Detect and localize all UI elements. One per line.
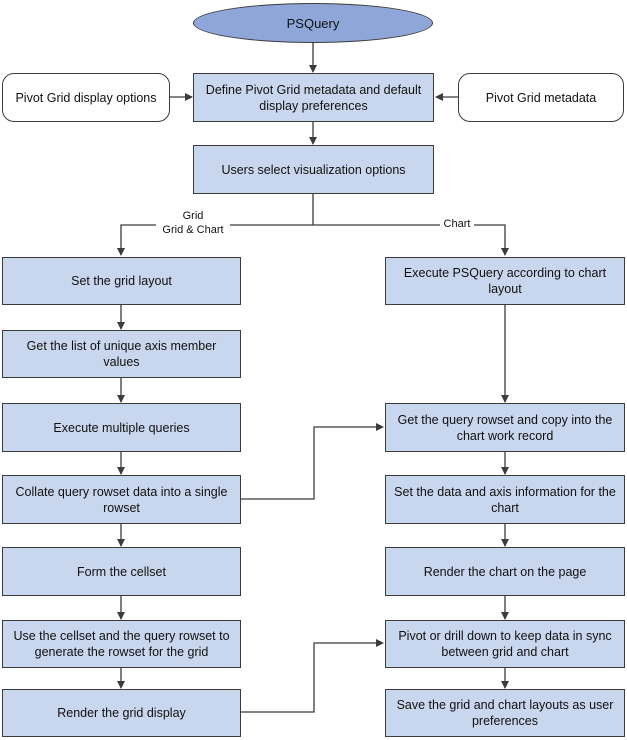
chart-step-render-chart: Render the chart on the page — [385, 547, 625, 596]
grid-step-axis-values: Get the list of unique axis member value… — [2, 330, 241, 378]
grid-step-execute-queries: Execute multiple queries — [2, 403, 241, 452]
arrow-branch-grid — [117, 224, 313, 256]
select-options-box: Users select visualization options — [193, 145, 434, 194]
grid-step-generate-rowset: Use the cellset and the query rowset to … — [2, 620, 241, 668]
grid-step-form-cellset: Form the cellset — [2, 547, 241, 596]
define-metadata-box: Define Pivot Grid metadata and default d… — [193, 73, 434, 122]
chart-step-save-layouts: Save the grid and chart layouts as user … — [385, 689, 625, 737]
chart-step-execute-psquery: Execute PSQuery according to chart layou… — [385, 257, 625, 305]
branch-label-chart: Chart — [440, 218, 474, 231]
display-options-box: Pivot Grid display options — [2, 73, 170, 122]
arrow-render-grid-to-pivot — [241, 639, 384, 713]
arrow-collate-to-get-rowset — [241, 423, 384, 500]
grid-step-set-layout: Set the grid layout — [2, 257, 241, 305]
chart-step-pivot-sync: Pivot or drill down to keep data in sync… — [385, 620, 625, 668]
branch-label-grid: Grid — [176, 210, 210, 223]
chart-step-get-rowset: Get the query rowset and copy into the c… — [385, 403, 625, 452]
start-psquery-oval: PSQuery — [193, 3, 433, 43]
branch-label-grid-chart: Grid & Chart — [156, 224, 230, 237]
metadata-box: Pivot Grid metadata — [458, 73, 624, 122]
grid-step-collate-rowset: Collate query rowset data into a single … — [2, 475, 241, 524]
arrow-branch-chart — [313, 224, 509, 256]
grid-step-render-display: Render the grid display — [2, 689, 241, 737]
chart-step-axis-info: Set the data and axis information for th… — [385, 475, 625, 524]
